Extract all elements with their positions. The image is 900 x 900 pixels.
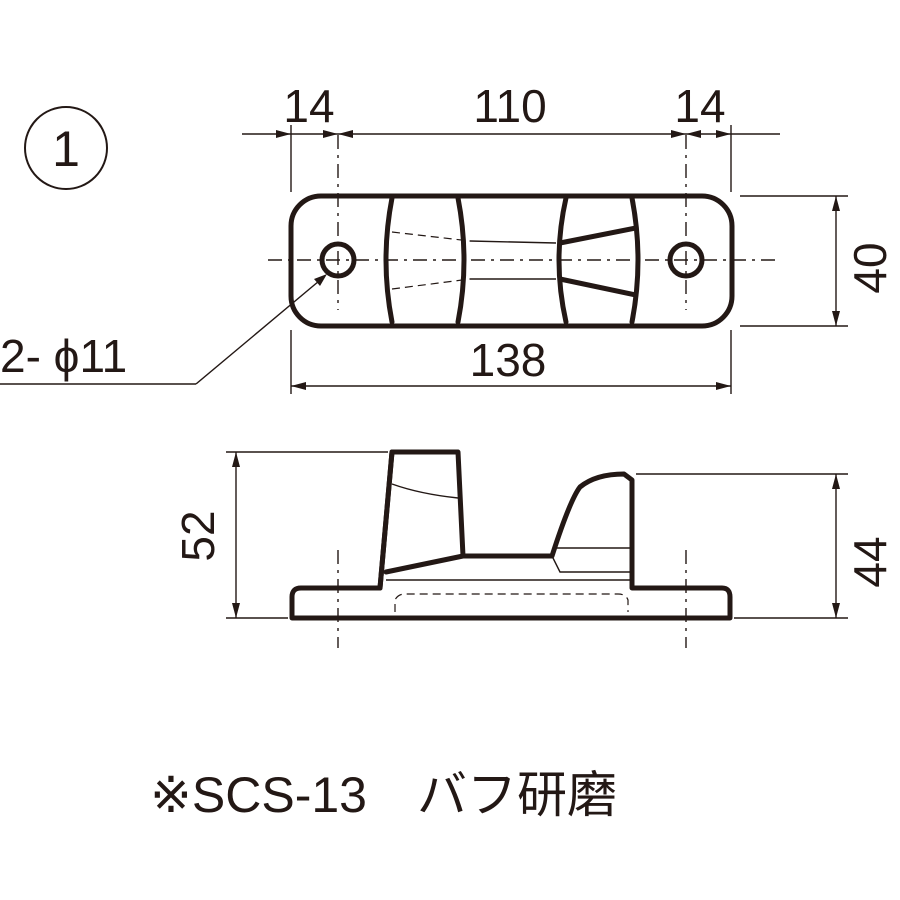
dim-label-110: 110 [473, 80, 546, 132]
left-horn-edge-outer [383, 195, 395, 325]
dim-label-14-right: 14 [674, 80, 725, 132]
dimension-length: 138 [290, 330, 732, 394]
dim-label-14-left: 14 [283, 80, 334, 132]
left-horn-edge-inner [455, 195, 467, 325]
top-view [268, 135, 775, 329]
dim-label-52: 52 [172, 510, 224, 561]
item-marker-number: 1 [52, 121, 80, 177]
dimension-top: 14 110 14 [242, 80, 780, 192]
hole-callout: 2- ϕ11 [0, 274, 327, 385]
item-marker: 1 [24, 106, 108, 190]
dimension-height-tall: 52 [172, 451, 388, 619]
material-note: ※SCS-13 バフ研磨 [150, 767, 617, 823]
dim-label-44: 44 [844, 536, 896, 587]
hole-callout-label: 2- ϕ11 [0, 330, 127, 382]
base-plate-outline [288, 193, 735, 329]
dim-label-138: 138 [470, 334, 547, 386]
right-horn-edge-outer [629, 195, 641, 325]
mounting-hole-right [667, 241, 705, 279]
dimension-height-short: 44 [636, 473, 896, 619]
right-horn-edge-inner [556, 195, 569, 325]
dim-label-40: 40 [844, 242, 896, 293]
side-profile-outline [289, 449, 733, 621]
dimension-width: 40 [740, 195, 896, 327]
side-view [289, 449, 733, 648]
mounting-hole-left [319, 241, 357, 279]
